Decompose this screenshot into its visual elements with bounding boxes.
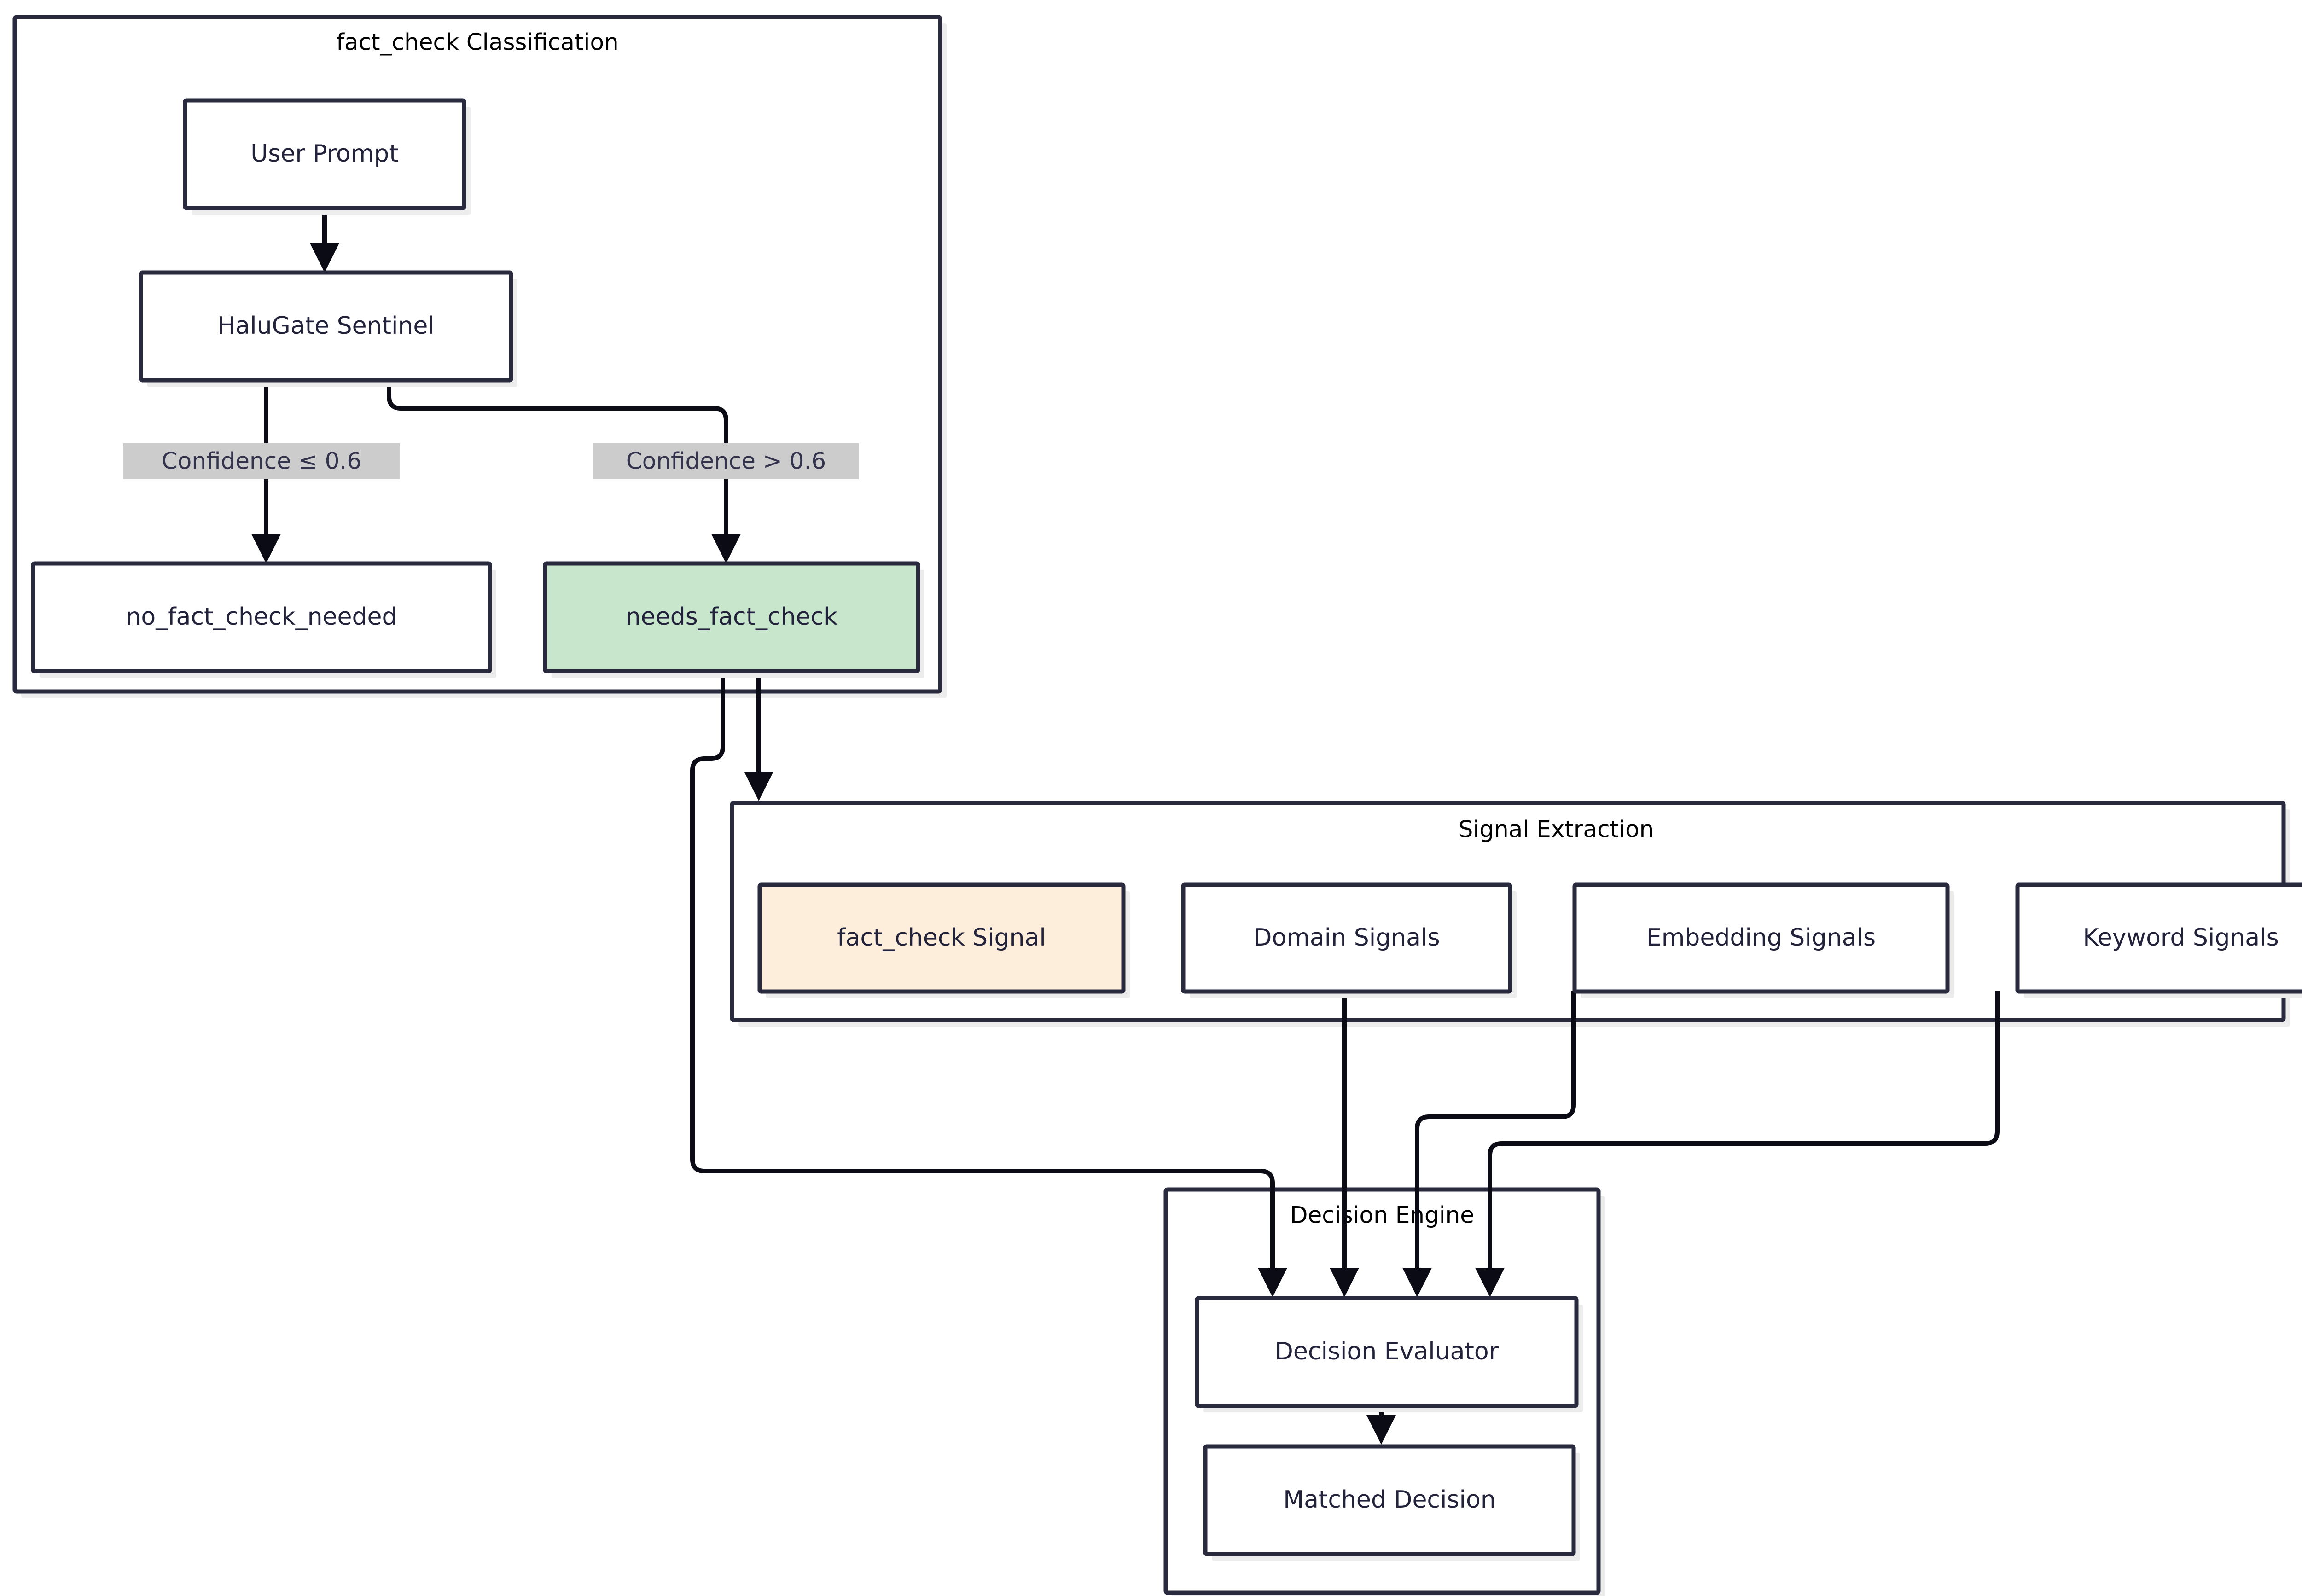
- node-label-matched-decision: Matched Decision: [1283, 1486, 1496, 1514]
- node-label-halugate-sentinel: HaluGate Sentinel: [217, 312, 435, 340]
- node-rect-needs-fact-check[interactable]: [543, 561, 920, 673]
- edge-label-text-low-confidence: Confidence ≤ 0.6: [162, 448, 361, 475]
- node-label-no-fact-check-needed: no_fact_check_needed: [126, 603, 397, 631]
- node-rect-no-fact-check-needed[interactable]: [31, 561, 492, 673]
- arrowhead: [1402, 1268, 1432, 1297]
- cluster-title-fact-check: fact_check Classification: [336, 29, 618, 56]
- node-domain-signals[interactable]: Domain Signals: [1181, 882, 1517, 998]
- edge-path: [387, 380, 728, 542]
- edge-needs-fact-check-to-signal-extraction: [744, 668, 773, 801]
- node-rect-keyword-signals[interactable]: [2015, 882, 2302, 994]
- edge-path: [1488, 991, 2000, 1275]
- node-keyword-signals[interactable]: Keyword Signals: [2015, 882, 2302, 998]
- edge-user-prompt-to-halugate-sentinel: [310, 208, 339, 273]
- edge-label-background: [123, 443, 400, 479]
- node-label-needs-fact-check: needs_fact_check: [626, 603, 837, 631]
- arrowhead: [251, 534, 281, 563]
- arrowhead: [711, 534, 741, 563]
- node-halugate-sentinel[interactable]: HaluGate Sentinel: [139, 270, 517, 387]
- node-rect-domain-signals[interactable]: [1181, 882, 1512, 994]
- edge-label-low-confidence: Confidence ≤ 0.6: [123, 443, 400, 479]
- node-rect-matched-decision[interactable]: [1203, 1444, 1576, 1556]
- node-embedding-signals[interactable]: Embedding Signals: [1572, 882, 1954, 998]
- edge-needs-fact-check-to-decision-evaluator: [690, 668, 1287, 1297]
- arrowhead: [310, 243, 339, 273]
- node-label-fact-check-signal: fact_check Signal: [837, 924, 1046, 952]
- node-label-keyword-signals: Keyword Signals: [2083, 924, 2279, 952]
- arrowhead: [744, 772, 773, 801]
- node-rect-embedding-signals[interactable]: [1572, 882, 1950, 994]
- arrowhead: [1258, 1268, 1287, 1297]
- node-label-embedding-signals: Embedding Signals: [1646, 924, 1876, 952]
- node-no-fact-check-needed[interactable]: no_fact_check_needed: [31, 561, 496, 678]
- node-fact-check-signal[interactable]: fact_check Signal: [757, 882, 1130, 998]
- cluster-title-signal-extraction: Signal Extraction: [1459, 816, 1654, 843]
- cluster-title-decision-engine: Decision Engine: [1290, 1202, 1474, 1229]
- node-rect-decision-evaluator[interactable]: [1195, 1296, 1579, 1408]
- node-label-decision-evaluator: Decision Evaluator: [1275, 1338, 1499, 1365]
- node-matched-decision[interactable]: Matched Decision: [1203, 1444, 1580, 1561]
- edge-label-background: [593, 443, 859, 479]
- arrowhead: [1330, 1268, 1359, 1297]
- arrowhead: [1366, 1415, 1396, 1445]
- node-rect-halugate-sentinel[interactable]: [139, 270, 513, 383]
- node-label-domain-signals: Domain Signals: [1253, 924, 1440, 952]
- edge-label-high-confidence: Confidence > 0.6: [593, 443, 859, 479]
- edge-embedding-signals-to-decision-evaluator: [1402, 991, 1576, 1297]
- edge-halugate-to-needs-fact-check: [387, 380, 741, 563]
- edge-path: [690, 668, 1275, 1275]
- node-decision-evaluator[interactable]: Decision Evaluator: [1195, 1296, 1583, 1412]
- node-rect-fact-check-signal[interactable]: [757, 882, 1126, 994]
- node-label-user-prompt: User Prompt: [250, 140, 399, 168]
- node-user-prompt[interactable]: User Prompt: [183, 98, 471, 215]
- arrowhead: [1475, 1268, 1505, 1297]
- node-rect-user-prompt[interactable]: [183, 98, 466, 210]
- edge-path: [1415, 991, 1576, 1275]
- edge-label-text-high-confidence: Confidence > 0.6: [626, 448, 826, 475]
- edge-domain-signals-to-decision-evaluator: [1330, 991, 1359, 1297]
- node-needs-fact-check[interactable]: needs_fact_check: [543, 561, 924, 678]
- edge-keyword-signals-to-decision-evaluator: [1475, 991, 2000, 1297]
